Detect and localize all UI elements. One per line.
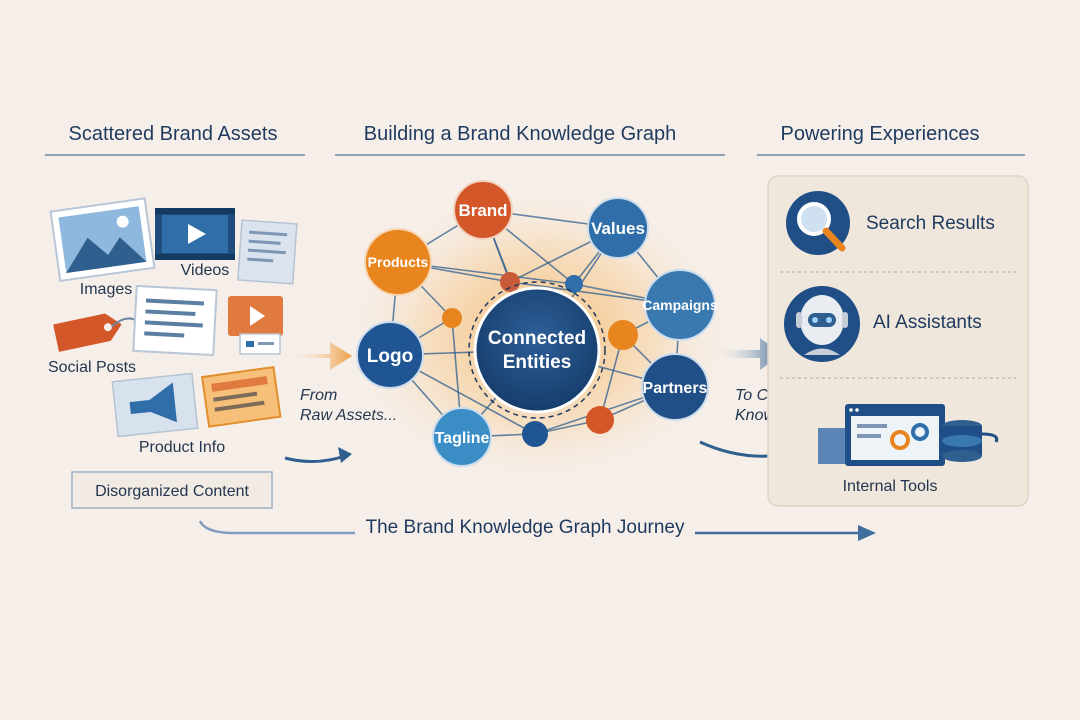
post-document-icon <box>132 284 218 357</box>
output-arrow <box>715 338 782 370</box>
center-label-line1: Connected <box>488 328 586 349</box>
video-icon <box>155 208 235 260</box>
node-partners: Partners <box>641 353 709 421</box>
node-tagline: Tagline <box>432 407 492 467</box>
megaphone-icon <box>111 372 199 438</box>
node-values-label: Values <box>591 219 645 238</box>
graph-dot-3 <box>442 308 462 328</box>
journey-label: The Brand Knowledge Graph Journey <box>366 517 685 538</box>
graph-dot-1 <box>500 272 520 292</box>
journey-line-left <box>198 520 355 535</box>
graph-dot-5 <box>522 421 548 447</box>
graph-dot-2 <box>565 275 583 293</box>
ai-assistant-icon <box>784 286 860 362</box>
node-brand: Brand <box>453 180 513 240</box>
image-icon <box>49 197 156 283</box>
tag-icon <box>53 313 141 352</box>
social-video-icon <box>228 296 283 355</box>
graph-dot-4 <box>608 320 638 350</box>
images-label: Images <box>80 281 132 298</box>
ai-assistants-label: AI Assistants <box>873 312 982 333</box>
node-connected-entities: Connected Entities <box>468 281 606 419</box>
journey-arrow-head <box>858 525 876 541</box>
search-results-label: Search Results <box>866 213 995 234</box>
heading-left: Scattered Brand Assets <box>68 123 277 145</box>
heading-center: Building a Brand Knowledge Graph <box>364 123 676 145</box>
node-products: Products <box>364 228 432 296</box>
node-brand-label: Brand <box>458 201 507 220</box>
search-icon <box>786 191 850 255</box>
product-card-icon <box>201 365 282 428</box>
document-icon <box>237 219 298 285</box>
node-logo: Logo <box>356 321 424 389</box>
disorganized-label: Disorganized Content <box>95 483 249 500</box>
node-partners-label: Partners <box>643 380 708 397</box>
product-info-label: Product Info <box>139 439 225 456</box>
node-tagline-label: Tagline <box>435 430 490 447</box>
videos-label: Videos <box>181 262 230 279</box>
from-label-line1: From <box>300 387 337 404</box>
curved-arrow-left-head <box>338 447 352 463</box>
heading-right: Powering Experiences <box>781 123 980 145</box>
node-campaigns-label: Campaigns <box>642 297 718 313</box>
curved-arrow-left <box>284 454 346 463</box>
node-values: Values <box>587 197 649 259</box>
social-posts-label: Social Posts <box>48 359 136 376</box>
node-products-label: Products <box>368 254 429 270</box>
internal-tools-label: Internal Tools <box>843 478 938 495</box>
curved-arrow-right <box>699 440 771 458</box>
center-label-line2: Entities <box>503 352 572 373</box>
internal-tools-icon <box>818 404 999 466</box>
node-logo-label: Logo <box>367 346 413 367</box>
node-campaigns: Campaigns <box>642 269 718 341</box>
graph-dot-6 <box>586 406 614 434</box>
disorganized-box <box>71 471 273 509</box>
